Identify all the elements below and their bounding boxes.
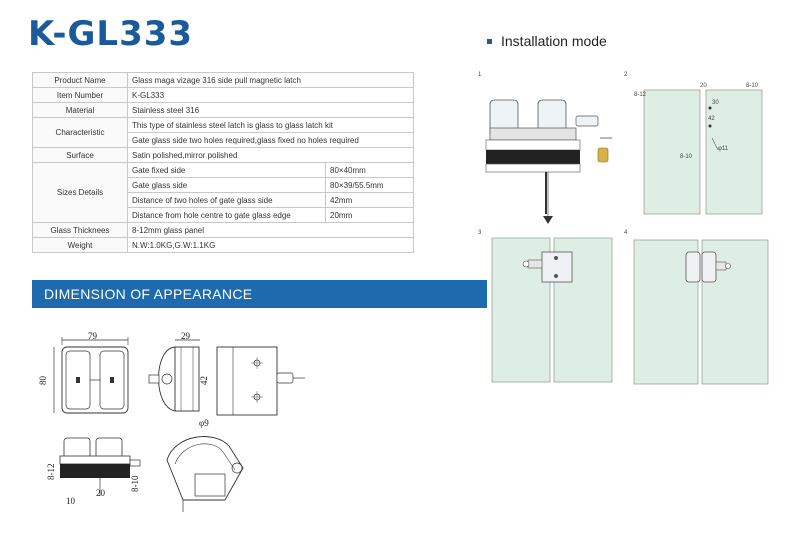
- dim-label: 8-10: [746, 83, 759, 89]
- back-plate-drawing: [216, 346, 305, 416]
- table-row: Glass Thicknees 8-12mm glass panel: [32, 222, 414, 238]
- table-row: Item Number K-GL333: [32, 87, 414, 103]
- table-row: Weight N.W:1.0KG,G.W:1.1KG: [32, 237, 414, 253]
- isometric-drawing: φ9: [166, 418, 244, 512]
- dim-label: φ11: [718, 146, 729, 152]
- step-number: 4: [624, 230, 628, 236]
- step-number: 3: [478, 230, 482, 236]
- table-row: Material Stainless steel 316: [32, 102, 414, 118]
- product-title: K-GL333: [28, 14, 194, 54]
- dim-offset-20: 20: [96, 488, 106, 498]
- size-name: Gate fixed side: [127, 162, 326, 178]
- step-number: 2: [624, 72, 628, 78]
- spec-value: Glass maga vizage 316 side pull magnetic…: [127, 72, 414, 88]
- front-view-drawing: 79 80: [38, 331, 129, 414]
- spec-table: Product Name Glass maga vizage 316 side …: [32, 72, 414, 253]
- table-row: Characteristic This type of stainless st…: [32, 117, 414, 148]
- size-value: 80×40mm: [325, 162, 414, 178]
- dimension-heading-bar: DIMENSION OF APPEARANCE: [32, 280, 487, 308]
- spec-label: Product Name: [32, 72, 128, 88]
- spec-label: Weight: [32, 237, 128, 253]
- dim-offset-10: 10: [66, 496, 76, 506]
- dim-height-left: 80: [38, 376, 48, 386]
- size-name: Distance from hole centre to gate glass …: [127, 207, 326, 223]
- dim-thickness-2: 8-10: [130, 475, 140, 492]
- spec-label: Characteristic: [32, 117, 128, 148]
- table-row: Product Name Glass maga vizage 316 side …: [32, 72, 414, 88]
- dim-diameter: φ9: [199, 418, 209, 428]
- dim-label: 8-12: [634, 92, 647, 98]
- spec-label: Sizes Details: [32, 162, 128, 223]
- spec-value: N.W:1.0KG,G.W:1.1KG: [127, 237, 414, 253]
- size-value: 42mm: [325, 192, 414, 208]
- size-name: Gate glass side: [127, 177, 326, 193]
- spec-value: 8-12mm glass panel: [127, 222, 414, 238]
- spec-label: Material: [32, 102, 128, 118]
- table-row: Surface Satin polished,mirror polished: [32, 147, 414, 163]
- install-step-3: [491, 237, 613, 383]
- side-view-drawing: 29 42: [148, 331, 209, 412]
- dim-width-top: 79: [88, 331, 98, 341]
- table-row: Sizes Details Gate fixed side 80×40mm: [32, 162, 414, 223]
- dim-hole-spacing: 42: [199, 376, 209, 385]
- spec-label: Item Number: [32, 87, 128, 103]
- dim-thickness: 8-12: [46, 464, 56, 481]
- table-row: Distance of two holes of gate glass side…: [33, 192, 414, 208]
- install-step-2: 8-12 20 8-10 30 42 8-10 φ11: [634, 83, 763, 215]
- size-value: 80×39/55.5mm: [325, 177, 414, 193]
- size-name: Distance of two holes of gate glass side: [127, 192, 326, 208]
- dim-label: 42: [708, 116, 715, 122]
- step-number: 1: [478, 72, 482, 78]
- spec-label: Surface: [32, 147, 128, 163]
- dim-label: 20: [700, 83, 707, 89]
- size-value: 20mm: [325, 207, 414, 223]
- dim-label: 8-10: [680, 154, 693, 160]
- spec-value: Gate glass side two holes required,glass…: [127, 132, 414, 148]
- installation-heading: Installation mode: [487, 33, 607, 49]
- install-step-4: [633, 239, 769, 385]
- table-row: Gate glass side 80×39/55.5mm: [33, 177, 414, 193]
- spec-value: Satin polished,mirror polished: [127, 147, 414, 163]
- spec-value: Stainless steel 316: [127, 102, 414, 118]
- spec-value: K-GL333: [127, 87, 414, 103]
- dim-label: 30: [712, 100, 719, 106]
- bottom-view-drawing: 8-12 8-10 20 10: [46, 437, 141, 506]
- bullet-icon: [487, 38, 492, 44]
- spec-label: Glass Thicknees: [32, 222, 128, 238]
- install-step-1: [485, 99, 612, 224]
- spec-value: This type of stainless steel latch is gl…: [127, 117, 414, 133]
- dim-width-side: 29: [181, 331, 191, 341]
